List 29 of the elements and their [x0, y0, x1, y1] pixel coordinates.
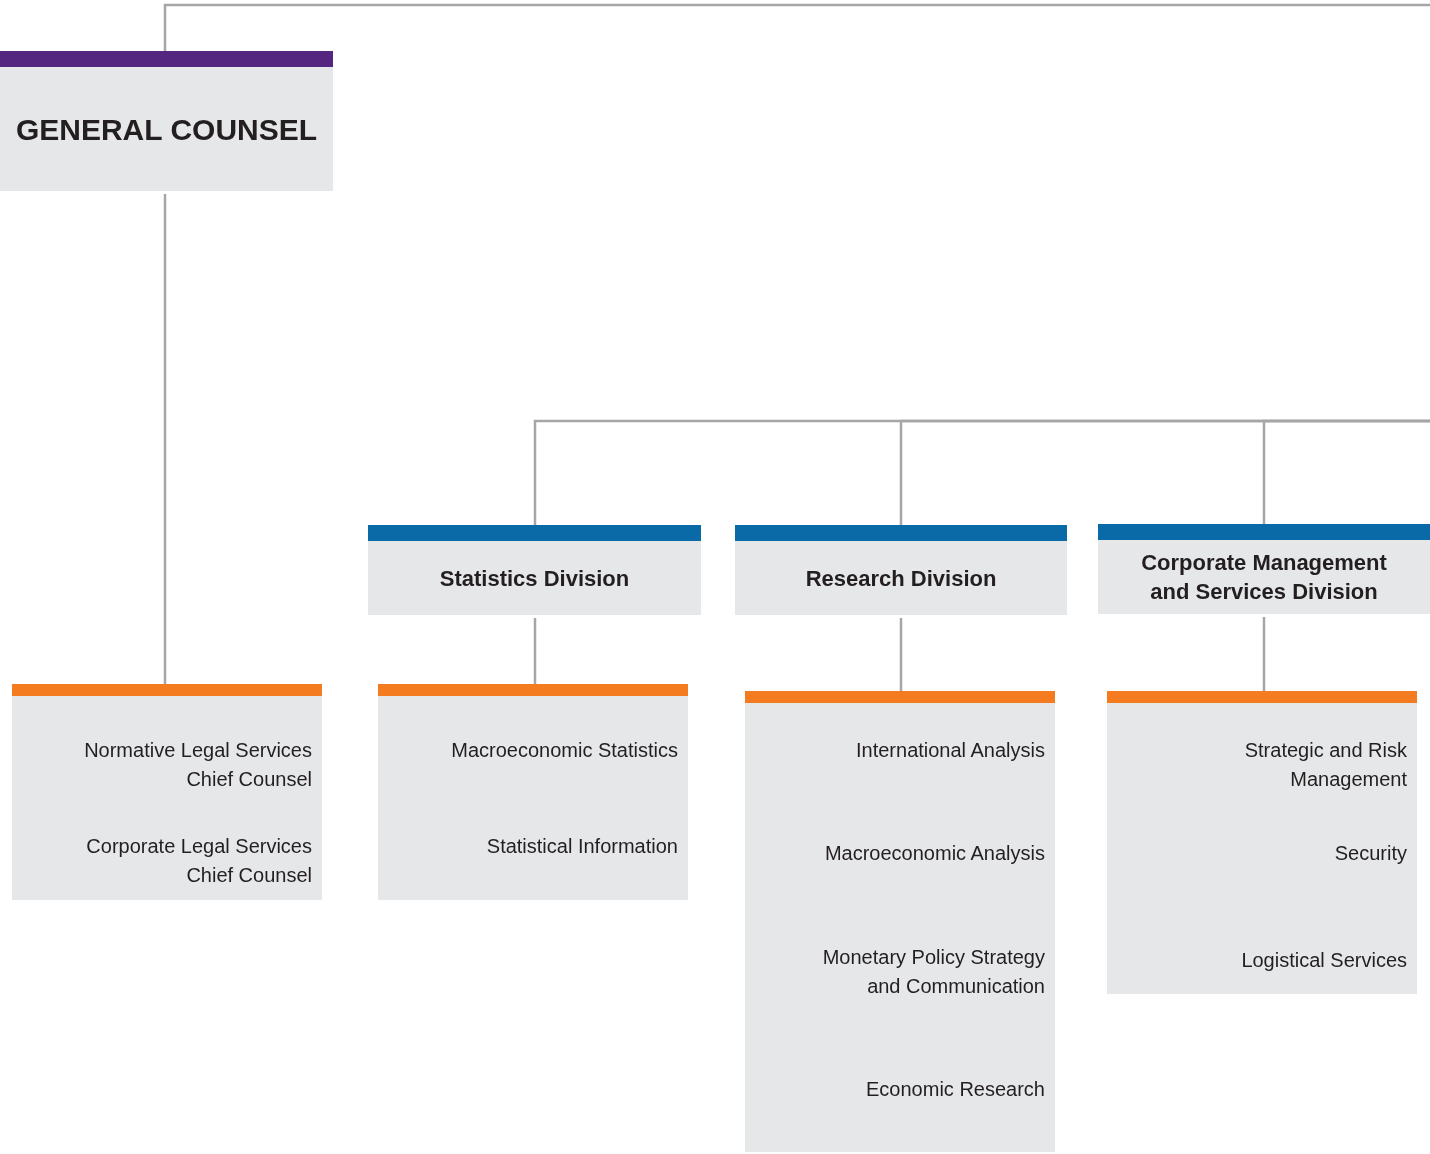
- unit-box: [12, 684, 322, 900]
- division-title: Research Division: [805, 564, 997, 593]
- department-box: [0, 51, 333, 191]
- division-box: [1098, 524, 1430, 614]
- department-title: GENERAL COUNSEL: [15, 111, 318, 148]
- division-title: Statistics Division: [439, 564, 630, 593]
- division-title: Corporate Management and Services Division: [1140, 549, 1388, 606]
- division-box: [735, 525, 1067, 615]
- connector-line: [163, 3, 1430, 51]
- unit-box: [378, 684, 688, 900]
- unit-name: Economic Research: [865, 1077, 1045, 1102]
- connector-line: [1262, 617, 1266, 691]
- connector-line: [163, 194, 167, 684]
- unit-name: Macroeconomic Statistics: [450, 738, 678, 763]
- unit-name: Monetary Policy Strategy and Communication: [821, 945, 1045, 999]
- unit-name: International Analysis: [855, 738, 1045, 763]
- division-box: [368, 525, 701, 615]
- connector-line: [899, 618, 903, 691]
- unit-name: Macroeconomic Analysis: [823, 841, 1045, 866]
- unit-name: Statistical Information: [485, 834, 678, 859]
- unit-name: Corporate Legal Services Chief Counsel: [85, 834, 312, 888]
- unit-name: Normative Legal Services Chief Counsel: [83, 738, 312, 792]
- unit-name: Security: [1333, 841, 1407, 866]
- connector-line: [1262, 419, 1430, 524]
- unit-box: [1107, 691, 1417, 994]
- unit-name: Logistical Services: [1240, 948, 1407, 973]
- unit-name: Strategic and Risk Management: [1243, 738, 1407, 792]
- unit-box: [745, 691, 1055, 1152]
- connector-line: [533, 618, 537, 684]
